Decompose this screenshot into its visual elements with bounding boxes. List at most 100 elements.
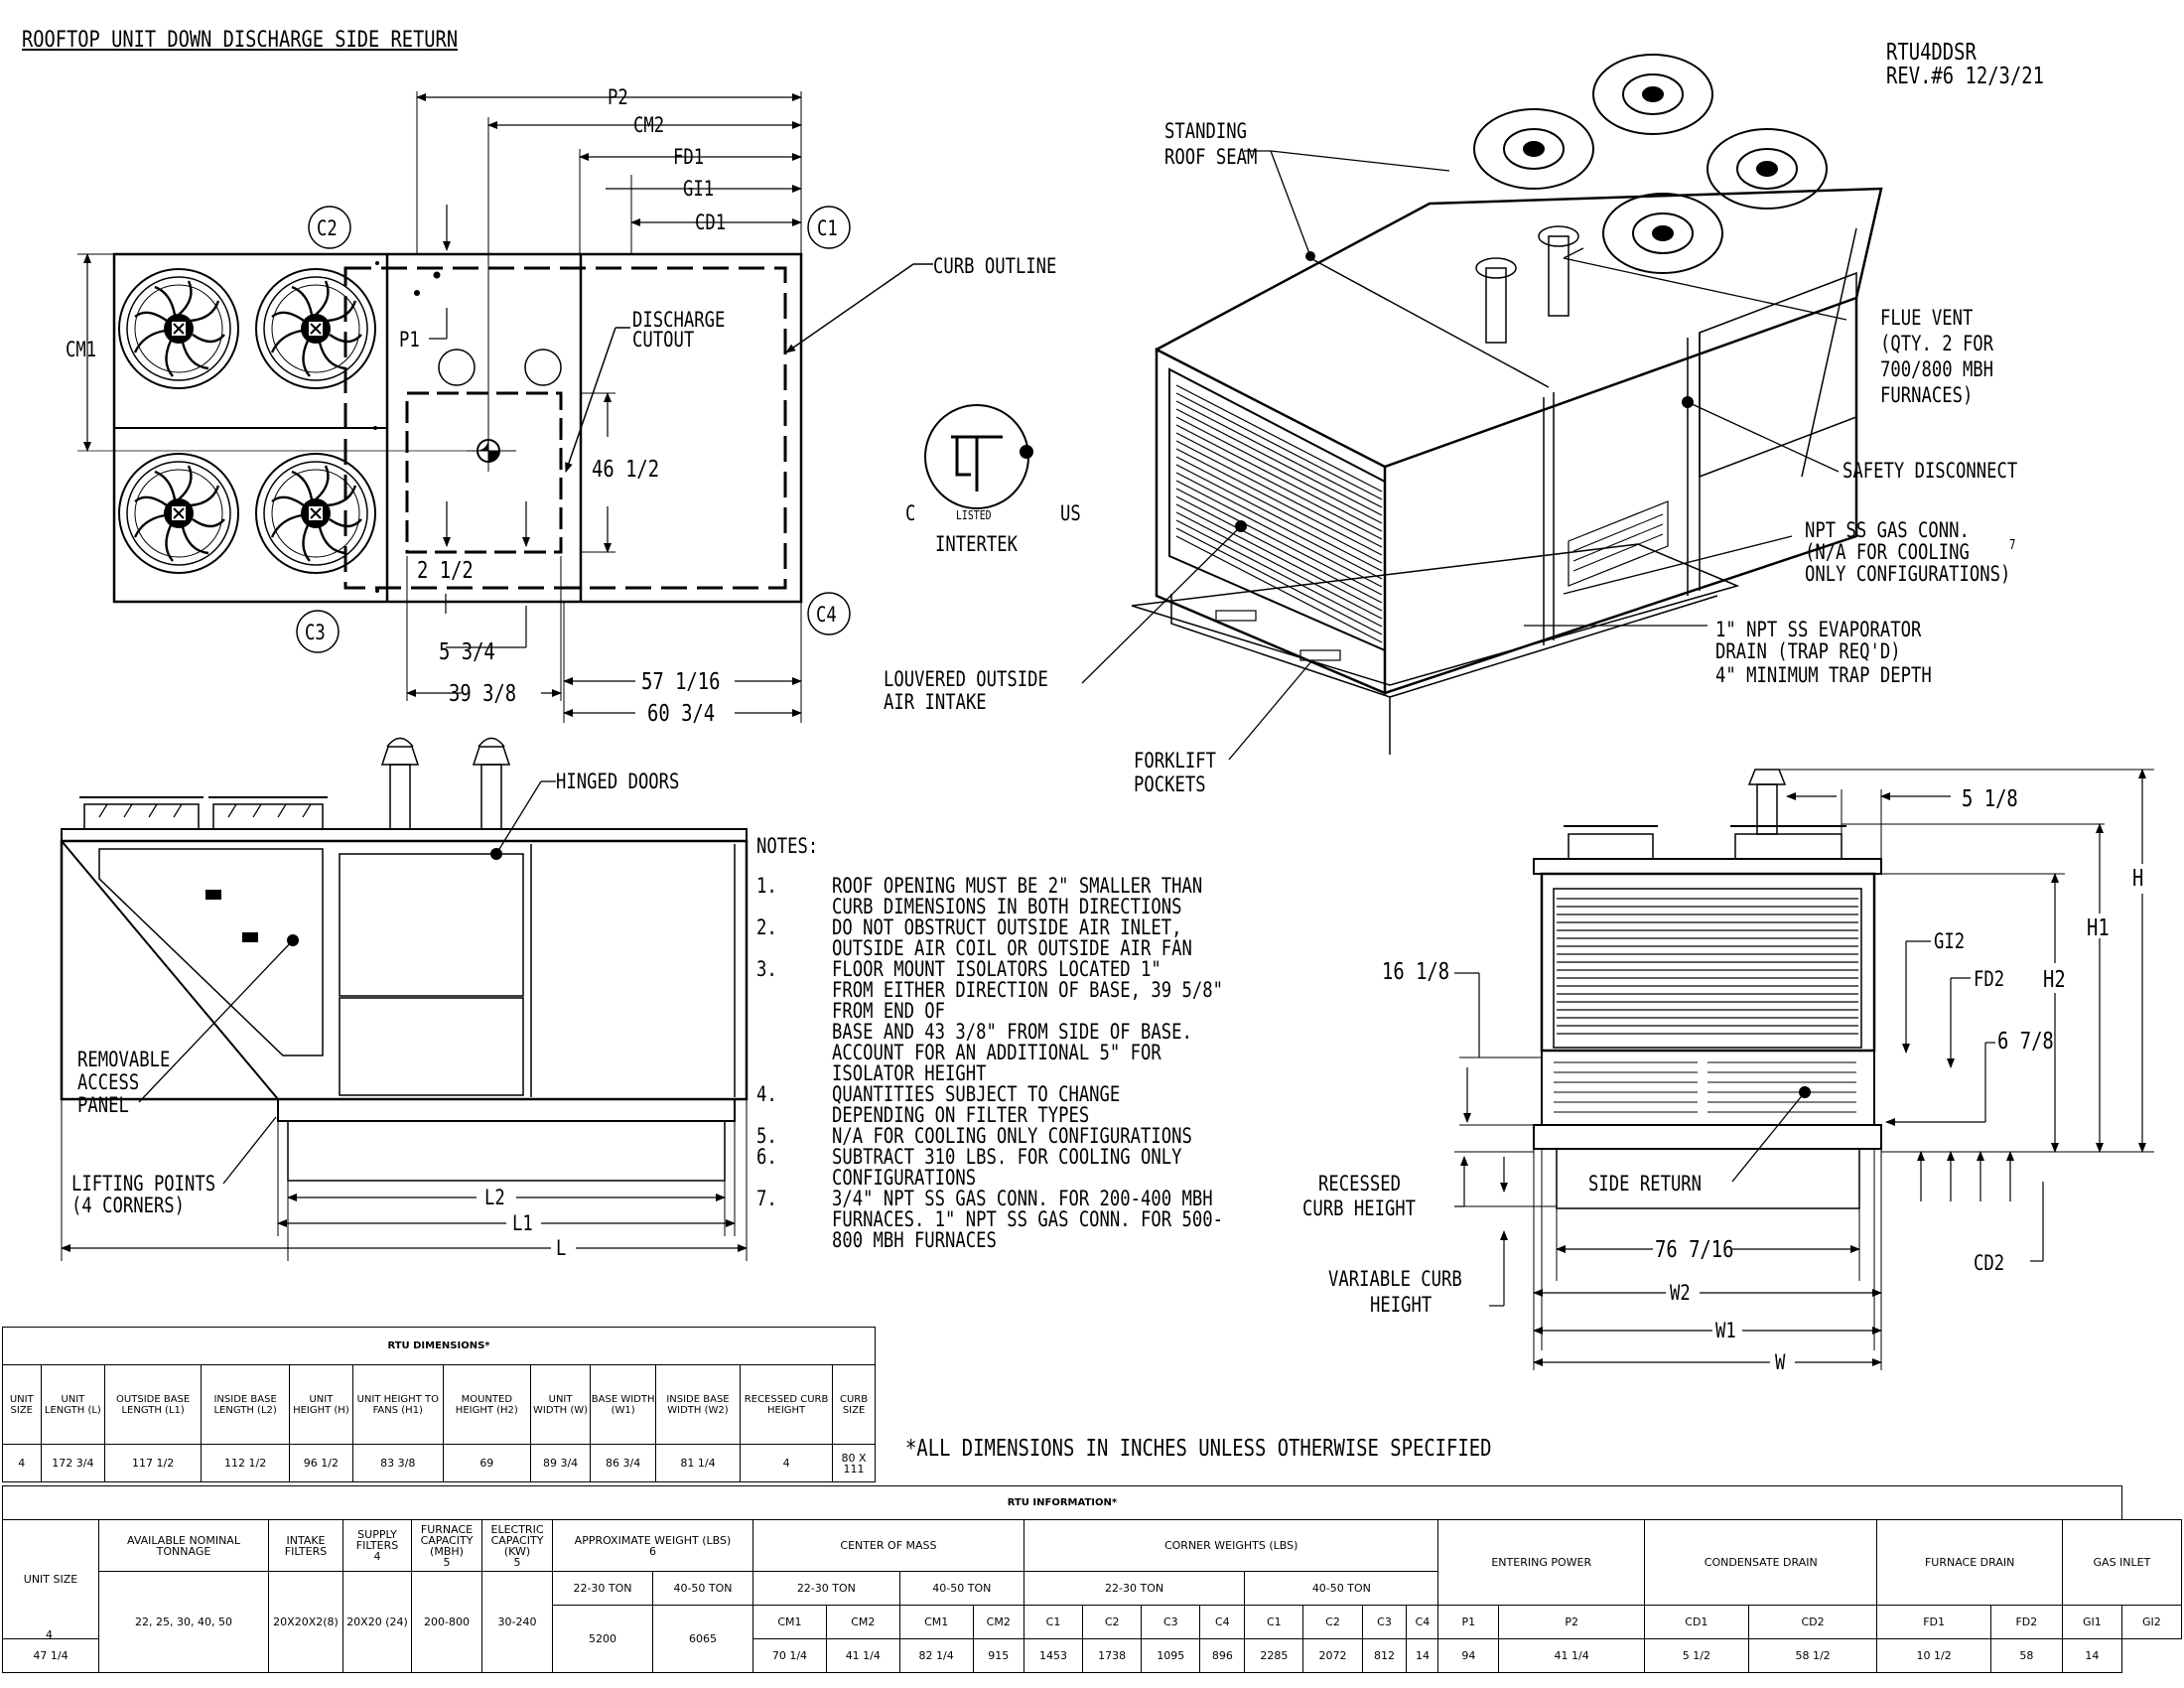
- dim-h: H: [2132, 866, 2144, 892]
- note-line: DO NOT OBSTRUCT OUTSIDE AIR INLET,: [832, 915, 1182, 939]
- dim-46-1-2: 46 1/2: [592, 457, 660, 483]
- info-subheader: CM1: [898, 1605, 974, 1639]
- dim-60-3-4: 60 3/4: [647, 701, 716, 727]
- dim-table-cell: 80 X 111: [832, 1444, 876, 1482]
- info-subheader: C2: [1082, 1605, 1143, 1639]
- info-cell: 896: [1199, 1638, 1246, 1673]
- dim-76-7-16: 76 7/16: [1655, 1237, 1734, 1263]
- note-line: QUANTITIES SUBJECT TO CHANGE: [832, 1082, 1121, 1106]
- note-number: 2.: [756, 915, 777, 939]
- corner-c3: C3: [305, 621, 326, 644]
- dim-table-header: INSIDE BASE LENGTH (L2): [201, 1364, 291, 1445]
- hdr-corner: CORNER WEIGHTS (LBS): [1023, 1519, 1439, 1572]
- flue-vent-2: (QTY. 2 FOR: [1880, 332, 1994, 355]
- info-subheader: C4: [1199, 1605, 1246, 1639]
- corner-c4: C4: [816, 603, 837, 627]
- note-line: BASE AND 43 3/8" FROM SIDE OF BASE.: [832, 1020, 1192, 1044]
- recessed-1: RECESSED: [1318, 1172, 1401, 1196]
- top-view: [77, 91, 933, 723]
- note-number: 1.: [756, 874, 777, 898]
- note-line: FLOOR MOUNT ISOLATORS LOCATED 1": [832, 957, 1161, 981]
- dim-table-header: CURB SIZE: [832, 1364, 876, 1445]
- dim-6-7-8: 6 7/8: [1997, 1029, 2054, 1055]
- info-cell: 10 1/2: [1876, 1638, 1991, 1673]
- note-line: ACCOUNT FOR AN ADDITIONAL 5" FOR: [832, 1041, 1161, 1064]
- etl-logo: [924, 404, 1033, 509]
- note-item: 3. FLOOR MOUNT ISOLATORS LOCATED 1" FROM E…: [756, 959, 1273, 1084]
- hdr-com-2230: 22-30 TON: [752, 1571, 900, 1606]
- info-cell: 1095: [1141, 1638, 1201, 1673]
- cell-tonnage: 22, 25, 30, 40, 50: [98, 1571, 269, 1673]
- hdr-intake: INTAKE FILTERS: [268, 1519, 343, 1572]
- recessed-2: CURB HEIGHT: [1302, 1196, 1417, 1220]
- hdr-weight: APPROXIMATE WEIGHT (LBS)6: [552, 1519, 753, 1572]
- info-subheader: C4: [1406, 1605, 1439, 1639]
- dim-table-cell: 86 3/4: [590, 1444, 656, 1482]
- dim-w: W: [1775, 1350, 1786, 1374]
- dim-gi1: GI1: [683, 177, 715, 201]
- dim-cd2: CD2: [1974, 1251, 2005, 1275]
- info-cell: 1453: [1023, 1638, 1084, 1673]
- info-subheader: CD2: [1747, 1605, 1878, 1639]
- lifting-2: (4 CORNERS): [71, 1194, 186, 1217]
- info-cell: 2285: [1244, 1638, 1304, 1673]
- dim-2-1-2: 2 1/2: [417, 558, 474, 584]
- info-subheader: C2: [1302, 1605, 1363, 1639]
- note-number: 3.: [756, 957, 777, 981]
- dim-p2: P2: [608, 85, 628, 109]
- all-dims-note: *ALL DIMENSIONS IN INCHES UNLESS OTHERWI…: [905, 1436, 1492, 1462]
- hdr-furnace-drain: FURNACE DRAIN: [1876, 1519, 2063, 1606]
- flue-vent-3: 700/800 MBH: [1880, 357, 1994, 381]
- note-line: 800 MBH FURNACES: [832, 1228, 997, 1252]
- dim-w2: W2: [1670, 1281, 1691, 1305]
- info-subheader: GI1: [2061, 1605, 2122, 1639]
- dim-table-cell: 96 1/2: [289, 1444, 353, 1482]
- dim-table-cell: 69: [442, 1444, 531, 1482]
- dim-table-header: UNIT WIDTH (W): [529, 1364, 592, 1445]
- flag-5b: 5: [513, 1555, 521, 1569]
- info-subheader: CD1: [1644, 1605, 1749, 1639]
- note-line: FROM END OF: [832, 999, 946, 1023]
- hdr-furnace: FURNACE CAPACITY (MBH)5: [411, 1519, 482, 1572]
- logo-listed: LISTED: [956, 508, 992, 522]
- dim-5-3-4: 5 3/4: [439, 639, 495, 665]
- flag-4: 4: [373, 1550, 381, 1563]
- cell-furnace: 200-800: [411, 1571, 482, 1673]
- info-subheader: FD1: [1876, 1605, 1991, 1639]
- corner-c2: C2: [317, 216, 338, 240]
- dim-table-cell: 112 1/2: [201, 1444, 291, 1482]
- info-cell: 70 1/4: [752, 1638, 827, 1673]
- side-view: [60, 737, 749, 1261]
- info-cell: 915: [972, 1638, 1024, 1673]
- info-cell: 1738: [1082, 1638, 1143, 1673]
- hdr-condensate: CONDENSATE DRAIN: [1644, 1519, 1878, 1606]
- note-number: 5.: [756, 1124, 777, 1148]
- hdr-cw-2230: 22-30 TON: [1023, 1571, 1246, 1606]
- dim-table-cell: 4: [740, 1444, 834, 1482]
- note-line: CURB DIMENSIONS IN BOTH DIRECTIONS: [832, 895, 1182, 918]
- note-line: DEPENDING ON FILTER TYPES: [832, 1103, 1090, 1127]
- dim-h2: H2: [2043, 967, 2066, 993]
- info-cell: 82 1/4: [898, 1638, 974, 1673]
- dim-table-header: OUTSIDE BASE LENGTH (L1): [104, 1364, 203, 1445]
- hdr-w-4050: 40-50 TON: [652, 1571, 753, 1606]
- iso-view: [1081, 54, 1883, 761]
- logo-c: C: [905, 501, 916, 525]
- note-number: 6.: [756, 1145, 777, 1169]
- notes-heading: NOTES:: [756, 834, 819, 858]
- gas-flag-7: 7: [2009, 538, 2016, 553]
- dim-h1: H1: [2087, 915, 2110, 941]
- dim-table-header: UNIT HEIGHT TO FANS (H1): [351, 1364, 444, 1445]
- dim-39-3-8: 39 3/8: [449, 681, 517, 707]
- note-line: ISOLATOR HEIGHT: [832, 1061, 987, 1085]
- hinged-doors: HINGED DOORS: [556, 770, 680, 793]
- info-subheader: C1: [1244, 1605, 1304, 1639]
- info-subheader: CM2: [825, 1605, 900, 1639]
- dim-57-1-16: 57 1/16: [641, 669, 721, 695]
- dim-cm1: CM1: [66, 338, 97, 361]
- note-item: 5.N/A FOR COOLING ONLY CONFIGURATIONS: [756, 1126, 1273, 1147]
- dim-gi2: GI2: [1934, 929, 1966, 953]
- hdr-w-2230: 22-30 TON: [552, 1571, 653, 1606]
